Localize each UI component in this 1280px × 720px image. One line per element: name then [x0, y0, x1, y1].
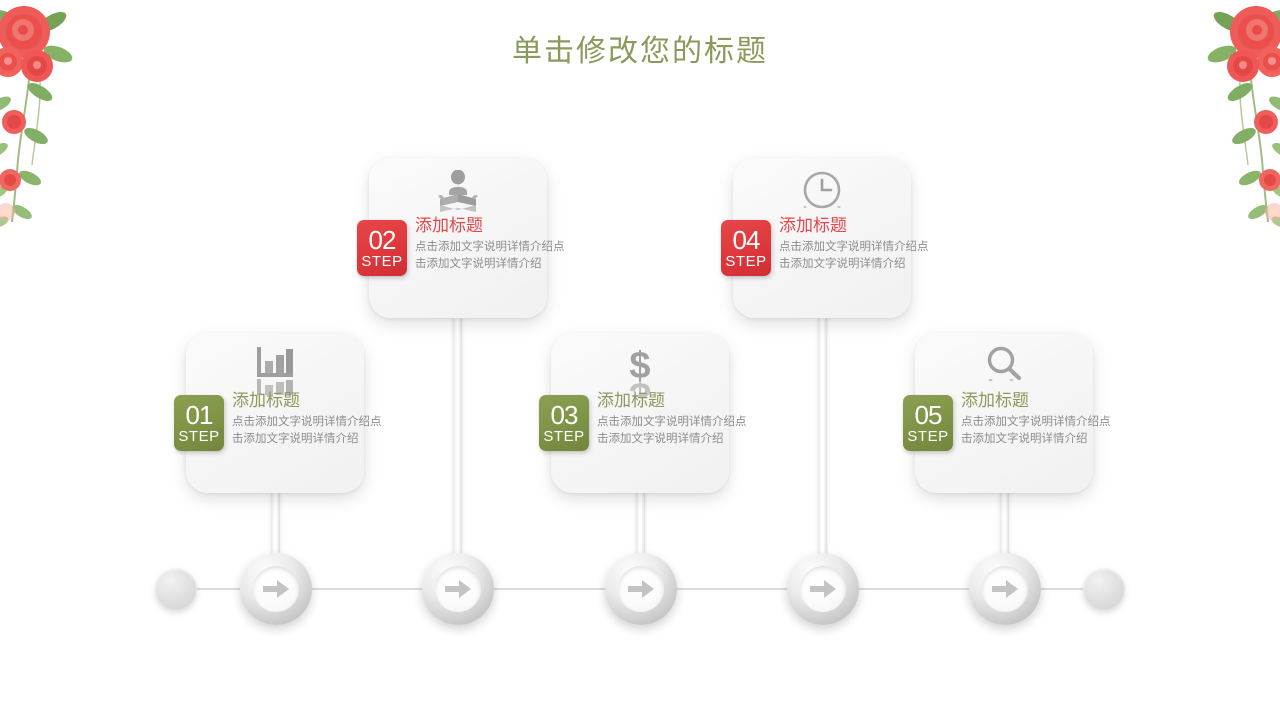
card-title-04: 添加标题	[779, 216, 847, 235]
card-title-05: 添加标题	[961, 391, 1029, 410]
page-title: 单击修改您的标题	[512, 35, 768, 68]
step-number-03: 03	[550, 400, 579, 430]
node-inner-01	[253, 566, 299, 612]
timeline-node-05[interactable]	[969, 553, 1041, 625]
arrow-right-icon	[628, 580, 654, 598]
svg-text:$: $	[629, 381, 650, 397]
step-card-02[interactable]: 02 STEP 添加标题 点击添加文字说明详情介绍点击添加文字说明详情介绍	[357, 158, 565, 318]
step-number-02: 02	[368, 225, 397, 255]
step-label-05: STEP	[907, 428, 949, 445]
timeline-node-04[interactable]	[787, 553, 859, 625]
arrow-right-icon	[992, 580, 1018, 598]
connector-stem-04	[818, 315, 827, 565]
step-badge-02: 02 STEP	[357, 220, 407, 276]
step-card-01[interactable]: 01 STEP 添加标题 点击添加文字说明详情介绍点击添加文字说明详情介绍	[174, 333, 382, 493]
card-body-05: 添加标题 点击添加文字说明详情介绍点击添加文字说明详情介绍	[961, 391, 1111, 448]
person-reading-book-icon	[438, 170, 478, 206]
clock-icon	[803, 171, 841, 209]
node-inner-03	[618, 566, 664, 612]
step-card-03[interactable]: $ $ 03 STEP 添加标题 点击添加文字说明详情介绍点击添加文字说明详情介…	[539, 333, 747, 493]
connector-stem-03	[636, 490, 645, 565]
step-badge-03: 03 STEP	[539, 395, 589, 451]
step-label-03: STEP	[543, 428, 585, 445]
arrow-right-icon	[445, 580, 471, 598]
card-desc-02: 点击添加文字说明详情介绍点击添加文字说明详情介绍	[415, 241, 565, 271]
arrow-right-icon	[810, 580, 836, 598]
bar-chart-icon	[257, 347, 293, 377]
arrow-right-icon	[263, 580, 289, 598]
card-body-03: 添加标题 点击添加文字说明详情介绍点击添加文字说明详情介绍	[597, 391, 747, 448]
card-icon-02	[369, 170, 547, 226]
timeline-end-dot	[1083, 568, 1125, 610]
step-number-05: 05	[914, 400, 943, 430]
card-body-04: 添加标题 点击添加文字说明详情介绍点击添加文字说明详情介绍	[779, 216, 929, 273]
node-inner-02	[435, 566, 481, 612]
card-body-02: 添加标题 点击添加文字说明详情介绍点击添加文字说明详情介绍	[415, 216, 565, 273]
dollar-sign-icon: $	[629, 345, 650, 385]
card-desc-04: 点击添加文字说明详情介绍点击添加文字说明详情介绍	[779, 241, 929, 271]
connector-stem-01	[271, 490, 280, 565]
node-inner-04	[800, 566, 846, 612]
card-title-02: 添加标题	[415, 216, 483, 235]
timeline-node-01[interactable]	[240, 553, 312, 625]
connector-stem-02	[453, 315, 462, 565]
bar-chart-icon-reflection	[257, 379, 293, 395]
timeline-node-03[interactable]	[605, 553, 677, 625]
card-desc-03: 点击添加文字说明详情介绍点击添加文字说明详情介绍	[597, 416, 747, 446]
svg-text:$: $	[629, 345, 650, 385]
step-number-04: 04	[732, 225, 761, 255]
step-label-02: STEP	[361, 253, 403, 270]
card-desc-01: 点击添加文字说明详情介绍点击添加文字说明详情介绍	[232, 416, 382, 446]
card-desc-05: 点击添加文字说明详情介绍点击添加文字说明详情介绍	[961, 416, 1111, 446]
dollar-sign-icon-reflection: $	[629, 381, 650, 397]
step-label-01: STEP	[178, 428, 220, 445]
step-number-01: 01	[185, 400, 214, 430]
person-reading-book-icon-reflection	[440, 205, 476, 212]
step-label-04: STEP	[725, 253, 767, 270]
connector-stem-05	[1000, 490, 1009, 565]
card-icon-04	[733, 170, 911, 226]
magnifier-icon	[987, 346, 1022, 381]
timeline-start-dot	[155, 568, 197, 610]
step-card-04[interactable]: 04 STEP 添加标题 点击添加文字说明详情介绍点击添加文字说明详情介绍	[721, 158, 929, 318]
card-body-01: 添加标题 点击添加文字说明详情介绍点击添加文字说明详情介绍	[232, 391, 382, 448]
step-badge-04: 04 STEP	[721, 220, 771, 276]
timeline-node-02[interactable]	[422, 553, 494, 625]
card-icon-05	[915, 345, 1093, 401]
card-icon-03: $ $	[551, 345, 729, 401]
step-badge-05: 05 STEP	[903, 395, 953, 451]
step-badge-01: 01 STEP	[174, 395, 224, 451]
step-card-05[interactable]: 05 STEP 添加标题 点击添加文字说明详情介绍点击添加文字说明详情介绍	[903, 333, 1111, 493]
card-icon-01	[186, 345, 364, 401]
card-title-03: 添加标题	[597, 391, 665, 410]
node-inner-05	[982, 566, 1028, 612]
card-title-01: 添加标题	[232, 391, 300, 410]
